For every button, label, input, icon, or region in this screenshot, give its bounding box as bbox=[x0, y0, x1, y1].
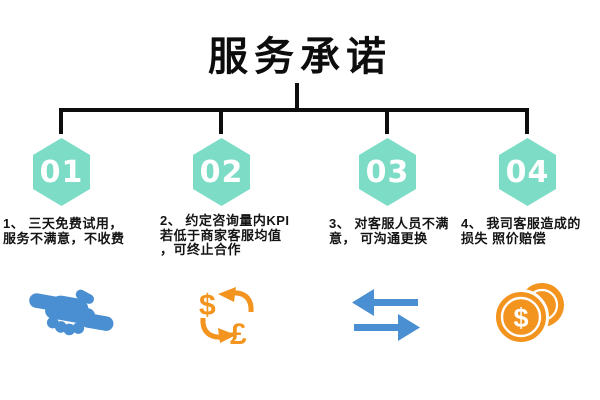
dollar-symbol: $ bbox=[199, 289, 216, 322]
step-number: 01 bbox=[39, 154, 84, 190]
coins-icon: $ bbox=[491, 281, 567, 345]
promise-text-line: 服务不满意，不收费 bbox=[3, 230, 125, 246]
promise-text-line: 4、 我司客服造成的 bbox=[461, 216, 581, 231]
promise-text-3: 3、 对客服人员不满 意， 可沟通更换 bbox=[329, 216, 449, 246]
currency-exchange-icon: $ £ bbox=[196, 284, 258, 346]
connector-stem bbox=[295, 83, 299, 112]
promise-text-line: 若低于商家客服均值 bbox=[160, 227, 282, 243]
promise-text-line: 损失 照价赔偿 bbox=[461, 230, 547, 246]
hexagon-badge-04: 04 bbox=[499, 138, 556, 206]
step-number: 03 bbox=[365, 154, 410, 190]
pound-symbol: £ bbox=[230, 318, 247, 346]
handshake-icon bbox=[26, 283, 116, 345]
promise-text-1: 1、 三天免费试用， 服务不满意，不收费 bbox=[3, 216, 125, 246]
hexagon-badge-03: 03 bbox=[359, 138, 416, 206]
step-number: 04 bbox=[505, 154, 550, 190]
page-title: 服务承诺 bbox=[208, 34, 392, 80]
connector-drop-3 bbox=[385, 108, 389, 134]
coins-icon-svg: $ bbox=[493, 283, 564, 345]
handshake-icon-svg bbox=[29, 289, 114, 336]
connector-horizontal-bar bbox=[59, 108, 529, 112]
transfer-arrows-icon bbox=[350, 288, 422, 342]
promise-text-2: 2、 约定咨询量内KPI 若低于商家客服均值 ，可终止合作 bbox=[160, 213, 290, 258]
promise-text-4: 4、 我司客服造成的 损失 照价赔偿 bbox=[461, 216, 581, 246]
hexagon-badge-02: 02 bbox=[193, 138, 250, 206]
connector-drop-1 bbox=[59, 108, 63, 134]
promise-text-line: ，可终止合作 bbox=[160, 242, 242, 257]
promise-text-line: 意， 可沟通更换 bbox=[329, 230, 428, 246]
promise-text-line: 2、 约定咨询量内KPI bbox=[160, 213, 290, 228]
hexagon-badge-01: 01 bbox=[33, 138, 90, 206]
promise-text-line: 3、 对客服人员不满 bbox=[329, 216, 449, 231]
currency-exchange-icon-svg: $ £ bbox=[199, 287, 254, 346]
coin-dollar-symbol: $ bbox=[513, 303, 528, 333]
promise-text-line: 1、 三天免费试用， bbox=[3, 216, 123, 231]
connector-drop-4 bbox=[525, 108, 529, 134]
connector-drop-2 bbox=[219, 108, 223, 134]
transfer-arrows-icon-svg bbox=[352, 289, 420, 341]
step-number: 02 bbox=[199, 154, 244, 190]
